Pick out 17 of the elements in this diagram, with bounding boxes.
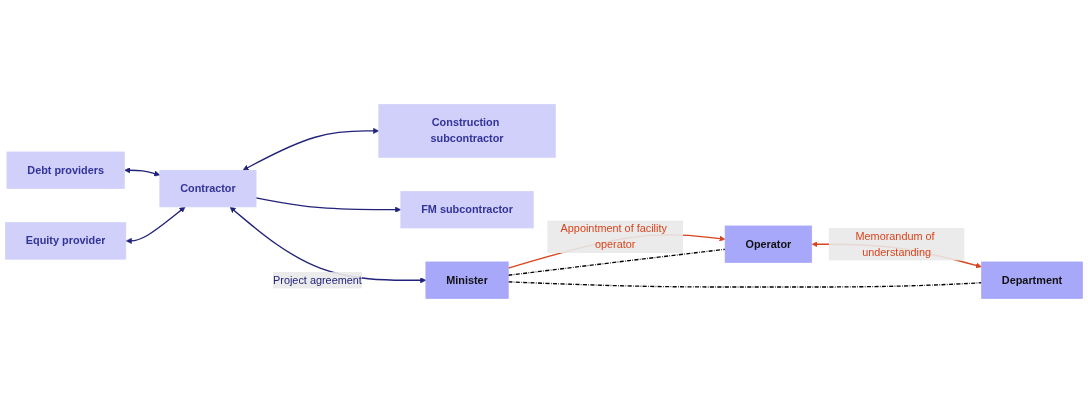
arrow	[255, 197, 402, 213]
node-box: Debt providers	[6, 151, 125, 189]
node-box: Contractor	[159, 169, 257, 208]
edge-label: Appointment of facility operator	[560, 222, 667, 251]
arrow	[124, 167, 161, 177]
node-box: Minister	[425, 261, 509, 299]
edge-label: Project agreement	[273, 274, 362, 286]
arrow	[242, 127, 380, 171]
arrow	[125, 206, 186, 244]
node-box: Construction subcontractor	[378, 104, 556, 158]
connector	[507, 281, 983, 288]
connector	[507, 248, 726, 276]
node-box: Operator	[724, 225, 813, 263]
node-box: FM subcontractor	[400, 191, 534, 229]
edge-label: Memorandum of understanding	[855, 230, 935, 258]
node-box: Department	[981, 261, 1083, 299]
node-box: Equity provider	[5, 222, 127, 260]
